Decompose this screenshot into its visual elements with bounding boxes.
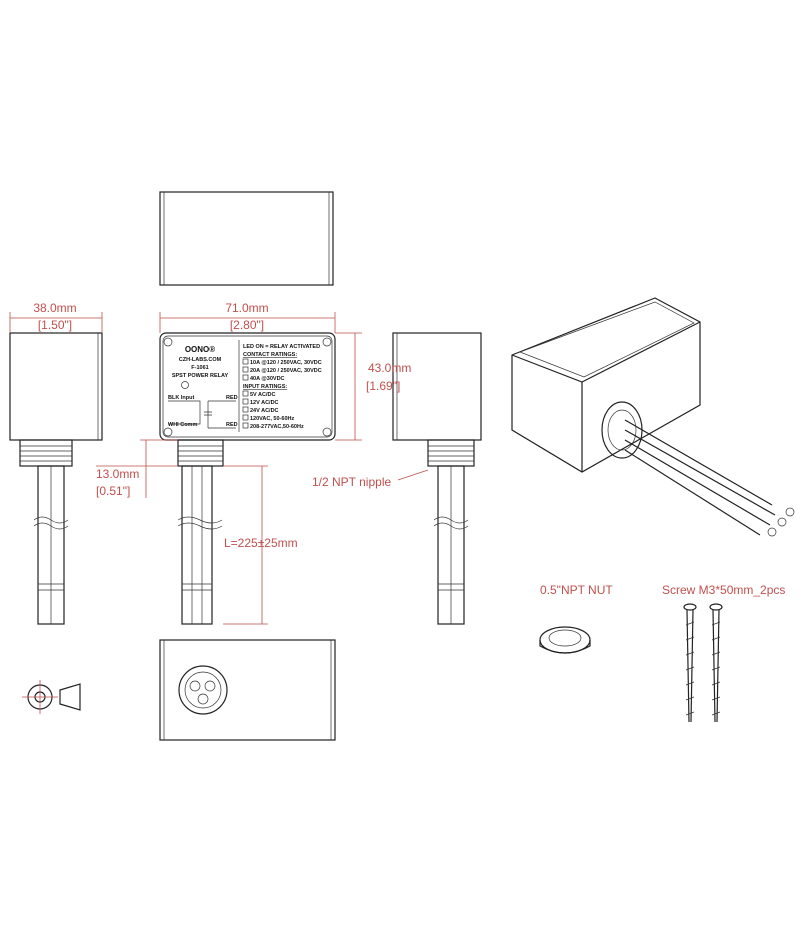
side-view-right <box>392 332 482 625</box>
width-mm: 71.0mm <box>225 301 268 315</box>
nut-callout: 0.5"NPT NUT <box>540 583 613 597</box>
whi-label: WHI Comm <box>168 422 197 428</box>
model-label: F-1061 <box>191 365 208 371</box>
brand-label: OONO® <box>185 345 215 354</box>
led-note: LED ON = RELAY ACTIVATED <box>243 344 320 350</box>
svg-text:208-277VAC,50-60Hz: 208-277VAC,50-60Hz <box>250 424 304 430</box>
dimension-lines <box>9 312 429 625</box>
nipple-mm: 13.0mm <box>96 467 139 481</box>
svg-text:5V AC/DC: 5V AC/DC <box>250 392 275 398</box>
isometric-view <box>511 297 795 537</box>
depth-mm: 38.0mm <box>33 301 76 315</box>
screw-callout: Screw M3*50mm_2pcs <box>662 583 785 597</box>
height-in: [1.69"] <box>366 379 400 393</box>
led-icon <box>181 381 189 389</box>
red-label-1: RED <box>226 395 238 401</box>
projection-symbol <box>22 680 81 714</box>
contact-title: CONTACT RATINGS: <box>243 352 297 358</box>
side-view-left <box>9 332 103 625</box>
contact-list: 10A @120 / 250VAC, 30VDC 20A @120 / 250V… <box>242 358 322 382</box>
svg-text:20A @120 / 250VAC, 30VDC: 20A @120 / 250VAC, 30VDC <box>250 368 322 374</box>
svg-text:10A @120 / 250VAC, 30VDC: 10A @120 / 250VAC, 30VDC <box>250 360 322 366</box>
svg-text:12V AC/DC: 12V AC/DC <box>250 400 279 406</box>
product-label: SPST POWER RELAY <box>172 373 229 379</box>
blk-label: BLK Input <box>168 395 194 401</box>
svg-text:24V AC/DC: 24V AC/DC <box>250 408 279 414</box>
screws <box>683 603 723 723</box>
depth-in: [1.50"] <box>38 318 72 332</box>
red-label-2: RED <box>226 422 238 428</box>
lead-length: L=225±25mm <box>224 536 298 550</box>
nipple-callout: 1/2 NPT nipple <box>312 475 391 489</box>
coil-schematic <box>168 400 236 429</box>
input-list: 5V AC/DC 12V AC/DC 24V AC/DC 120VAC, 50-… <box>242 390 304 430</box>
npt-nut <box>539 626 591 654</box>
bottom-view <box>159 639 336 741</box>
width-in: [2.80"] <box>230 318 264 332</box>
nipple-in: [0.51"] <box>96 484 130 498</box>
height-mm: 43.0mm <box>368 361 411 375</box>
top-view <box>159 191 334 286</box>
site-label: CZH-LABS.COM <box>179 357 222 363</box>
input-title: INPUT RATINGS: <box>243 384 287 390</box>
svg-text:40A @30VDC: 40A @30VDC <box>250 376 285 382</box>
front-view: OONO® CZH-LABS.COM F-1061 SPST POWER REL… <box>159 332 336 625</box>
svg-text:120VAC, 50-60Hz: 120VAC, 50-60Hz <box>250 416 294 422</box>
